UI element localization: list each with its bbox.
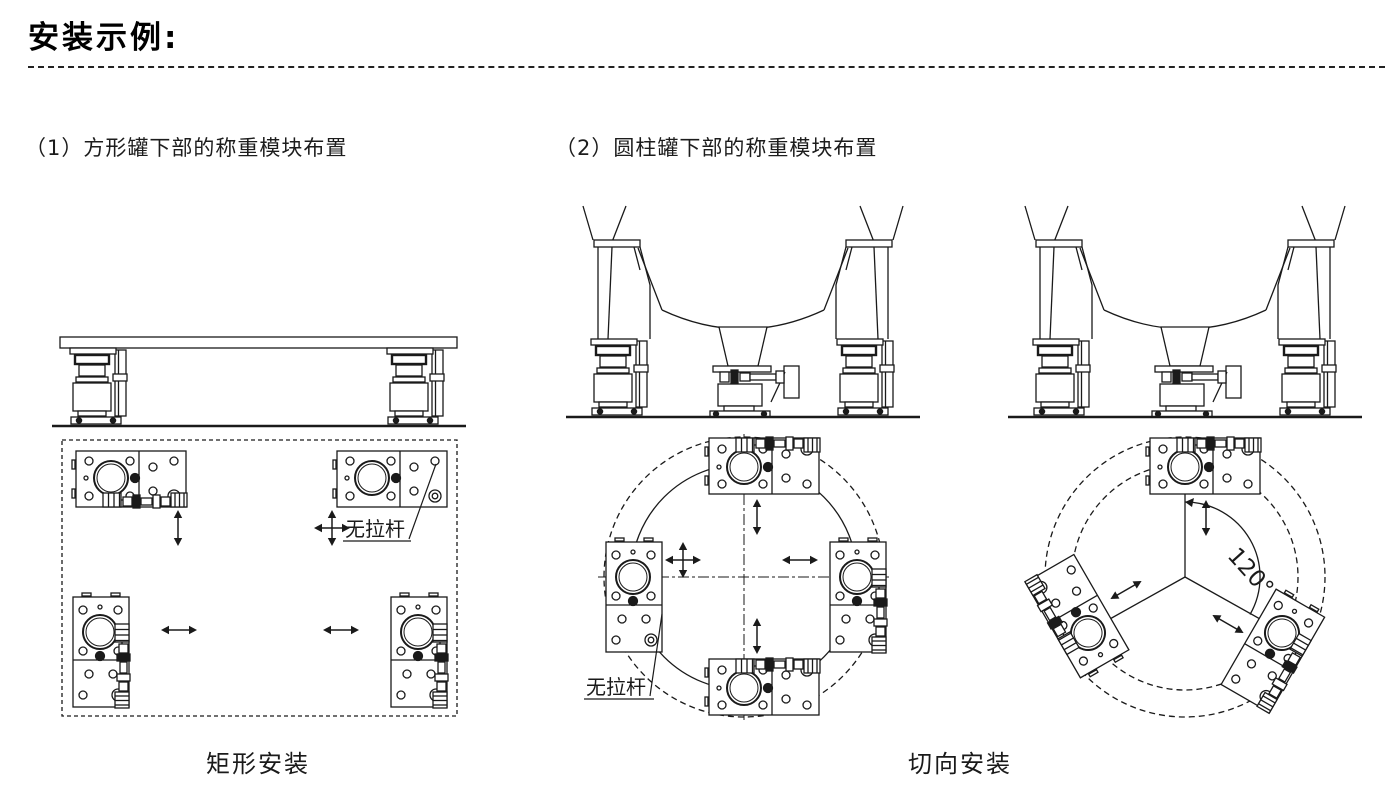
circular-layout-plan-4: 无拉杆: [584, 434, 890, 720]
movement-arrow: [173, 509, 183, 547]
rectangular-install-caption: 矩形安装: [206, 750, 310, 778]
movement-arrow: [1107, 576, 1145, 604]
square-tank-side-view: [52, 336, 466, 428]
movement-arrow: [1209, 610, 1247, 638]
page-title: 安装示例:: [28, 20, 180, 56]
no-tie-rod-label: 无拉杆: [586, 675, 646, 699]
tank-outline-circle: [1044, 436, 1326, 718]
movement-arrow: [160, 625, 198, 635]
movement-arrow: [752, 498, 762, 536]
weighing-module-plan: [704, 436, 821, 495]
circular-layout-plan-3: 120°: [1023, 436, 1328, 718]
tangential-install-caption: 切向安装: [908, 750, 1012, 778]
weighing-module-side: [385, 346, 446, 426]
weighing-module-side: [68, 346, 129, 426]
dashed-separator: [28, 66, 1385, 68]
weighing-module-plan: [390, 592, 449, 709]
section-1-heading: （1）方形罐下部的称重模块布置: [25, 136, 348, 160]
cylindrical-tank-side-view-right: [1008, 206, 1362, 417]
rectangular-layout-plan: 无拉杆: [61, 439, 458, 717]
weighing-module-plan-no-rod: [332, 450, 448, 508]
weighing-module-plan: [1220, 584, 1328, 715]
weighing-module-plan: [72, 592, 131, 709]
cylindrical-tank-side-view-left: [566, 206, 920, 417]
weighing-module-plan: [71, 450, 188, 509]
no-tie-rod-label: 无拉杆: [345, 517, 405, 541]
weighing-module-plan: [1145, 436, 1262, 495]
section-2-heading: （2）圆柱罐下部的称重模块布置: [555, 136, 878, 160]
tank-outline-rect: [61, 439, 458, 717]
leader-line: [649, 613, 663, 697]
arc-arrowhead: [1185, 498, 1194, 507]
movement-arrow: [752, 617, 762, 655]
tank-frame-beam: [59, 336, 458, 349]
weighing-module-plan: [829, 537, 888, 654]
leader-line: [408, 463, 437, 540]
weighing-module-plan-no-rod: [605, 537, 663, 653]
movement-cross-arrow: [665, 542, 701, 578]
weighing-module-plan: [704, 657, 821, 716]
movement-arrow: [322, 625, 360, 635]
weighing-module-plan: [1023, 553, 1132, 683]
movement-arrow: [781, 555, 819, 565]
angle-label: 120°: [1222, 543, 1278, 602]
